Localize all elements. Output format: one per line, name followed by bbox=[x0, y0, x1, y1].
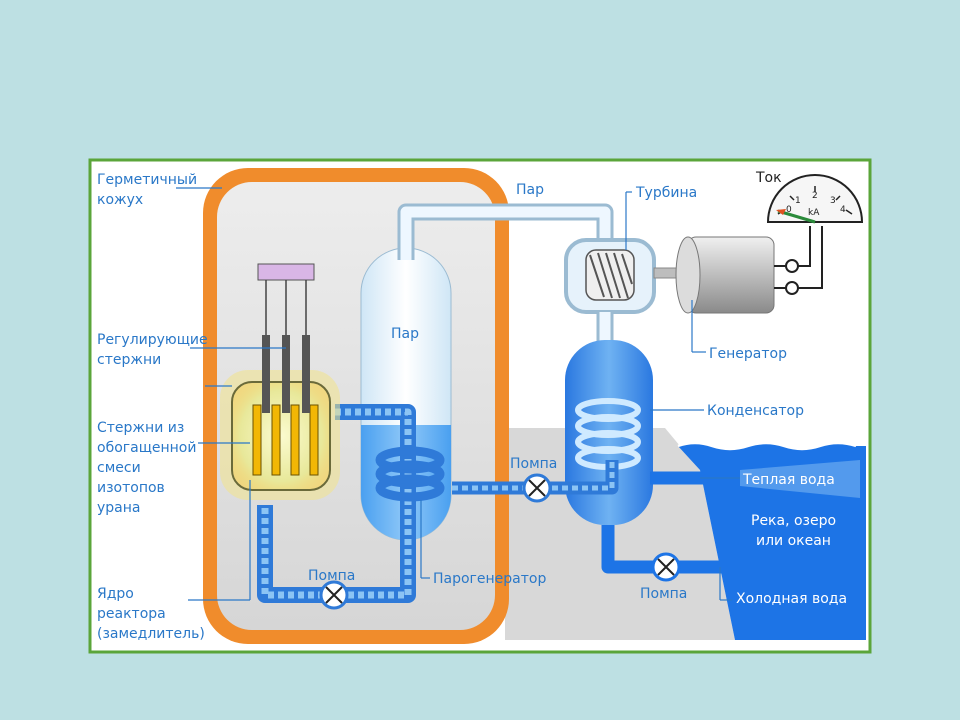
fuel-rods-label-line5: урана bbox=[97, 500, 140, 516]
generator-body bbox=[687, 236, 775, 314]
warm-water-label: Теплая вода bbox=[742, 472, 835, 488]
pump-secondary-label: Помпа bbox=[510, 456, 557, 472]
pump-river-icon bbox=[651, 552, 681, 582]
steam-pipe bbox=[397, 203, 614, 260]
fuel-rods bbox=[252, 404, 319, 476]
pump-secondary-icon bbox=[522, 473, 552, 503]
ammeter: 0 1 2 3 4 kA Ток bbox=[755, 170, 864, 224]
water-body-label-line1: Река, озеро bbox=[751, 513, 836, 529]
meter-tick-1: 1 bbox=[795, 196, 801, 206]
meter-tick-4: 4 bbox=[840, 205, 846, 215]
pump-primary-label: Помпа bbox=[308, 568, 355, 584]
pump-primary-icon bbox=[319, 580, 349, 610]
turbine-rotor bbox=[585, 249, 635, 301]
core-label-line3: (замедлитель) bbox=[97, 626, 205, 642]
generator-face bbox=[675, 236, 701, 314]
control-rods-label: Регулирующие стержни bbox=[97, 332, 208, 368]
water-body-label-line2: или океан bbox=[756, 533, 831, 549]
terminal-top bbox=[785, 259, 799, 273]
core-label-line1: Ядро bbox=[97, 586, 134, 602]
fuel-rods-label-line3: смеси bbox=[97, 460, 141, 476]
vessel-steam-label: Пар bbox=[391, 326, 419, 342]
leader-lines bbox=[176, 187, 740, 601]
meter-wires bbox=[774, 226, 823, 289]
fuel-rods-label-line4: изотопов bbox=[97, 480, 165, 496]
meter-tick-0: 0 bbox=[786, 205, 792, 215]
steam-generator-coil bbox=[375, 446, 445, 502]
fuel-rods-label-line2: обогащенной bbox=[97, 440, 196, 456]
control-rods bbox=[257, 263, 315, 413]
primary-loop bbox=[257, 404, 416, 603]
warm-water-outflow bbox=[740, 460, 860, 498]
fuel-rods-label-line1: Стержни из bbox=[97, 420, 184, 436]
cold-water-label: Холодная вода bbox=[736, 591, 847, 607]
pipe-steam-label: Пар bbox=[516, 182, 544, 198]
casing-label-line2: кожух bbox=[97, 192, 143, 208]
fuel-rods-label: Стержни из обогащенной смеси изотопов ур… bbox=[97, 420, 196, 516]
control-rods-label-line2: стержни bbox=[97, 352, 161, 368]
current-label: Ток bbox=[755, 170, 782, 186]
steam-generator-label: Парогенератор bbox=[433, 571, 546, 587]
control-rods-label-line1: Регулирующие bbox=[97, 332, 208, 348]
generator-label: Генератор bbox=[709, 346, 787, 362]
pump-river-label: Помпа bbox=[640, 586, 687, 602]
terminal-bottom bbox=[785, 281, 799, 295]
turbine-label: Турбина bbox=[635, 185, 697, 201]
meter-tick-2: 2 bbox=[812, 191, 818, 201]
meter-tick-3: 3 bbox=[830, 196, 836, 206]
condenser-label: Конденсатор bbox=[707, 403, 804, 419]
core-label: Ядро реактора (замедлитель) bbox=[97, 586, 205, 642]
casing-label: Герметичный кожух bbox=[97, 172, 197, 208]
core-label-line2: реактора bbox=[97, 606, 166, 622]
secondary-loop bbox=[452, 460, 619, 495]
meter-unit: kA bbox=[808, 208, 820, 218]
wave-crests bbox=[677, 441, 857, 451]
casing-label-line1: Герметичный bbox=[97, 172, 197, 188]
